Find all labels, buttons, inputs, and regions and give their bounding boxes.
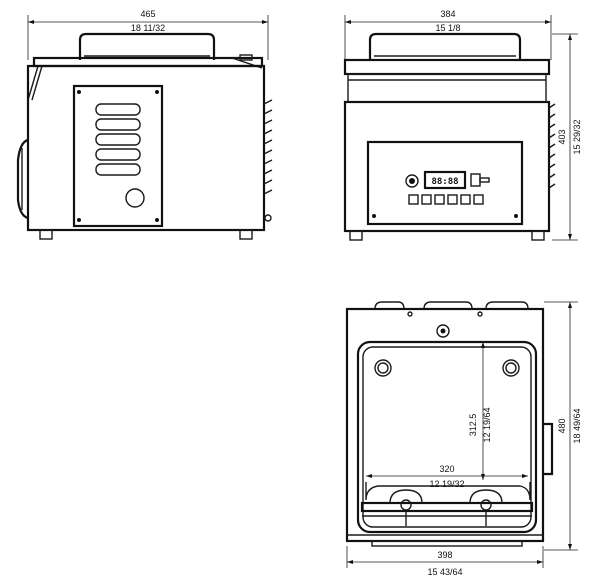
side-width-mm: 465 [140, 9, 155, 19]
top-chamber-width-mm: 320 [439, 464, 454, 474]
front-cooling-fins [548, 103, 556, 189]
side-cooling-fins [263, 99, 273, 195]
front-power-knob [405, 174, 419, 188]
front-height-in: 15 29/32 [572, 119, 582, 154]
front-width-mm: 384 [440, 9, 455, 19]
top-chamber-depth-dimension: 312.5 12 19/64 [468, 342, 492, 480]
front-lid [343, 58, 551, 76]
top-depth-in: 18 49/64 [572, 408, 582, 443]
front-body [343, 100, 551, 233]
front-display [423, 170, 467, 190]
top-width-mm: 398 [437, 550, 452, 560]
top-chamber-width-dimension: 320 12 19/32 [366, 464, 528, 489]
top-valve-icon [436, 324, 450, 338]
side-view: 465 18 11/32 [16, 9, 273, 240]
front-height-dimension: 403 15 29/32 [552, 33, 582, 241]
top-chamber [356, 340, 538, 534]
top-body [345, 307, 545, 543]
top-chamber-corner-left [374, 359, 392, 377]
side-body [26, 64, 266, 232]
side-width-dimension: 465 18 11/32 [27, 9, 269, 60]
side-access-panel [72, 84, 164, 228]
front-button-row [408, 194, 484, 205]
side-foot-left [39, 229, 53, 240]
top-width-dimension: 398 15 43/64 [346, 546, 544, 577]
front-foot-right [531, 230, 545, 241]
top-chamber-width-in: 12 19/32 [429, 479, 464, 489]
top-seal-bar [360, 501, 534, 513]
top-chamber-depth-mm: 312.5 [468, 414, 478, 437]
side-port-icon [125, 188, 145, 208]
side-width-in: 18 11/32 [131, 23, 165, 33]
front-view: 384 15 1/8 88:88 [343, 9, 582, 241]
front-height-mm: 403 [557, 129, 567, 144]
front-display-readout: 88:88 [431, 177, 458, 187]
top-width-in: 15 43/64 [427, 567, 462, 577]
side-foot-right [239, 229, 253, 240]
top-depth-mm: 480 [557, 418, 567, 433]
top-depth-dimension: 480 18 49/64 [544, 301, 582, 551]
side-vent-slots [95, 103, 141, 176]
top-grip-handle [543, 422, 554, 476]
side-lid [32, 56, 264, 68]
front-lid-handle [368, 32, 522, 60]
top-view: 312.5 12 19/64 320 12 19/32 480 18 49/64 [345, 301, 582, 577]
front-width-in: 15 1/8 [435, 23, 460, 33]
side-grip-handle [16, 138, 29, 220]
front-control-panel [366, 140, 524, 226]
top-chamber-corner-right [502, 359, 520, 377]
front-width-dimension: 384 15 1/8 [344, 9, 552, 60]
front-foot-left [349, 230, 363, 241]
side-lid-handle [78, 32, 216, 60]
top-chamber-depth-in: 12 19/64 [482, 407, 492, 442]
